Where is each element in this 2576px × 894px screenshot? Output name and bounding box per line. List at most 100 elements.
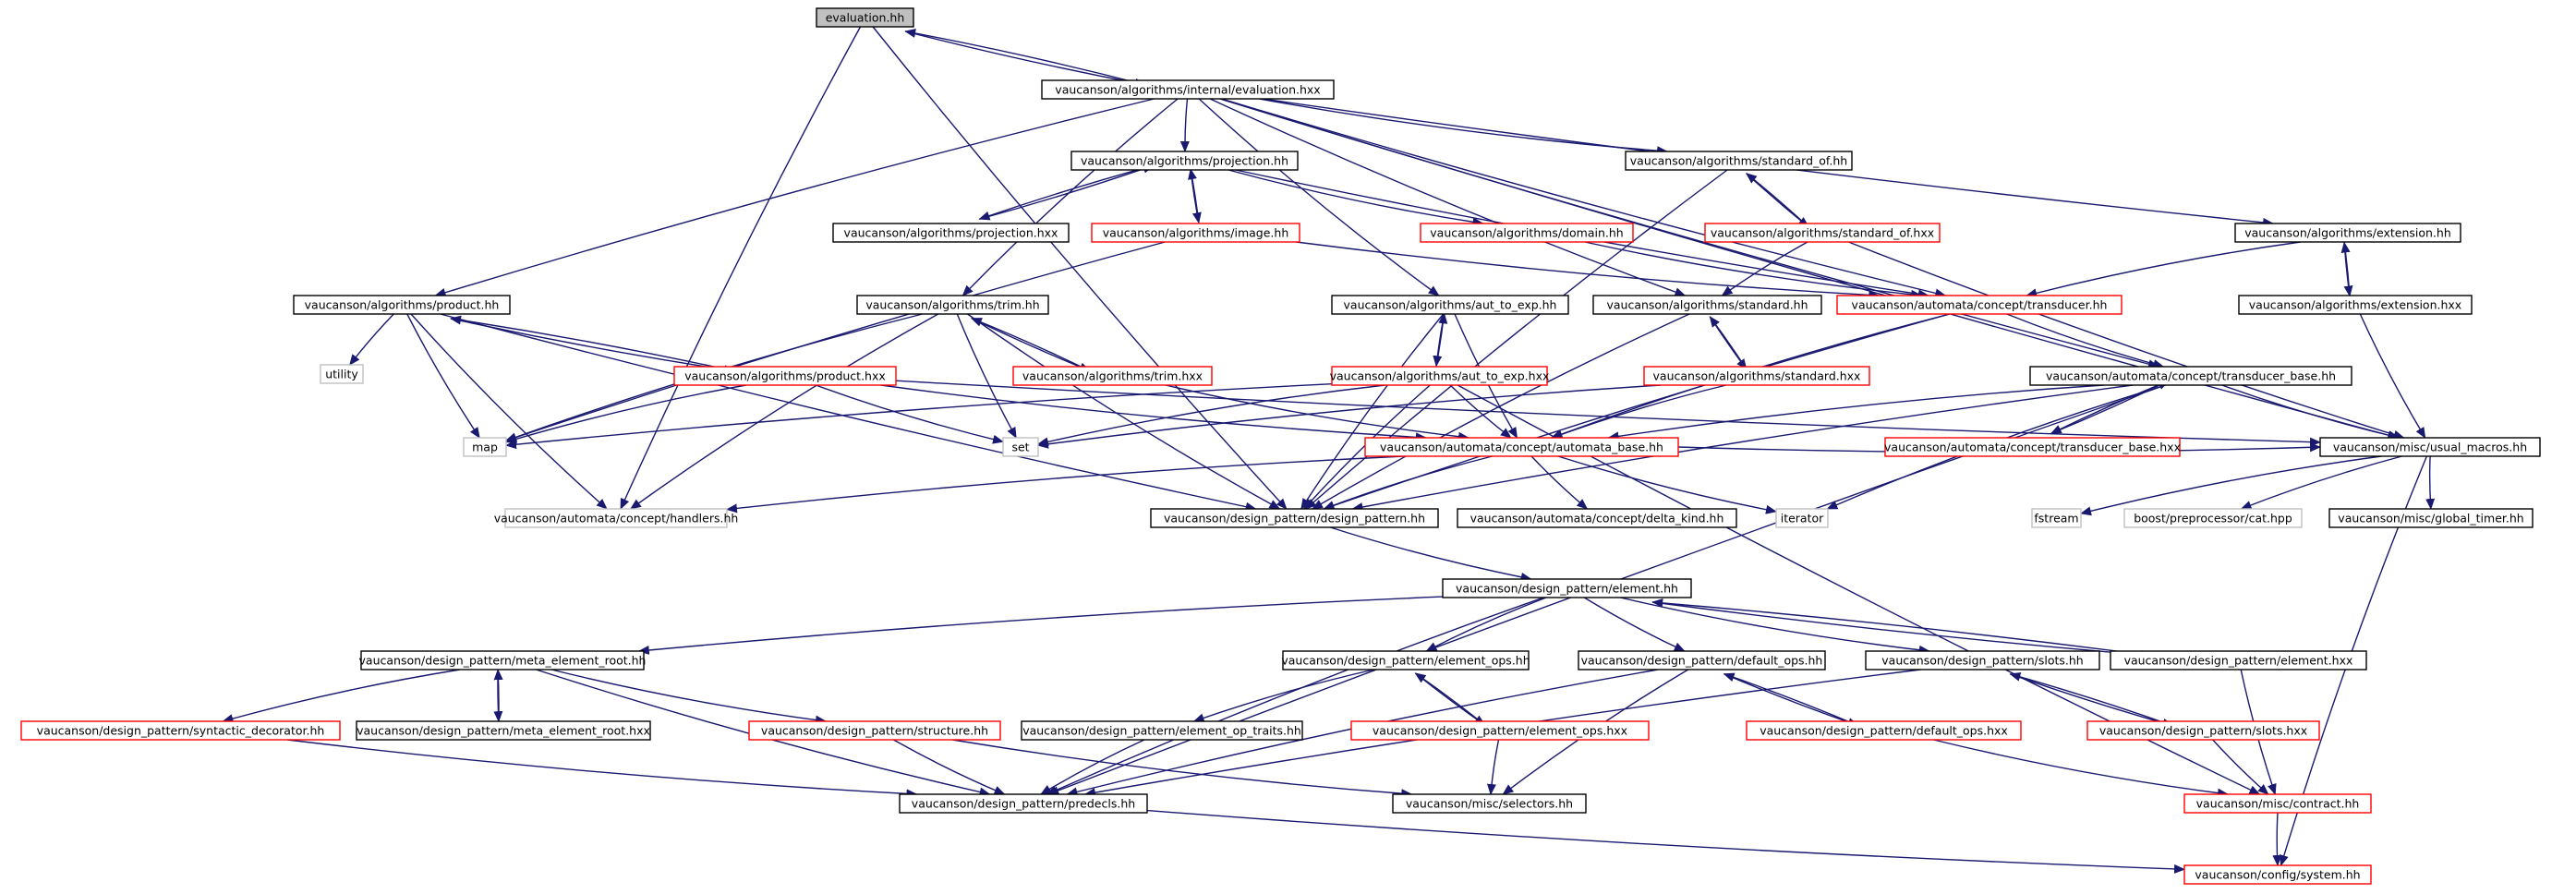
- node-box: [1070, 151, 1299, 171]
- node-box: [20, 720, 341, 741]
- edge-int_eval-to-trim: [961, 98, 1179, 296]
- edge-dops-to-dops_hxx: [1723, 673, 1859, 727]
- node-box: [2110, 650, 2367, 670]
- node-fstream[interactable]: fstream: [2031, 508, 2082, 528]
- node-label: vaucanson/design_pattern/predecls.hh: [912, 797, 1135, 811]
- edge-eops_hxx-to-selectors: [1486, 739, 1500, 795]
- node-label: vaucanson/design_pattern/element_op_trai…: [1022, 724, 1301, 738]
- node-vaucanson-misc-global-timer-hh[interactable]: vaucanson/misc/global_timer.hh: [2328, 508, 2534, 528]
- edge-ext_hxx-to-usual: [2359, 313, 2426, 439]
- edge-slots-to-slots_hxx: [2010, 673, 2174, 728]
- edge-int_eval-to-proj: [1179, 98, 1190, 152]
- node-vaucanson-algorithms-standard-of-hh[interactable]: vaucanson/algorithms/standard_of.hh: [1625, 151, 1853, 171]
- edge-int_eval-to-aut_exp: [1198, 98, 1440, 296]
- node-vaucanson-design-pattern-slots-hxx[interactable]: vaucanson/design_pattern/slots.hxx: [2086, 720, 2320, 741]
- node-vaucanson-algorithms-domain-hh[interactable]: vaucanson/algorithms/domain.hh: [1420, 223, 1634, 243]
- node-vaucanson-automata-concept-transducer-hh[interactable]: vaucanson/automata/concept/transducer.hh: [1836, 295, 2122, 315]
- node-vaucanson-design-pattern-syntactic-decorator-hh[interactable]: vaucanson/design_pattern/syntactic_decor…: [20, 720, 341, 741]
- node-vaucanson-design-pattern-meta-element-root-hxx[interactable]: vaucanson/design_pattern/meta_element_ro…: [356, 720, 651, 741]
- nodes: evaluation.hhvaucanson/algorithms/intern…: [20, 7, 2541, 885]
- node-utility[interactable]: utility: [320, 364, 364, 384]
- edge-element-to-eops: [1425, 597, 1547, 652]
- node-vaucanson-automata-concept-automata-base-hh[interactable]: vaucanson/automata/concept/automata_base…: [1364, 437, 1679, 457]
- edge-trim_hxx-to-trim: [970, 317, 1091, 372]
- node-boost-preprocessor-cat-hpp[interactable]: boost/preprocessor/cat.hpp: [2123, 508, 2303, 528]
- edge-element-to-element_hxx: [1652, 601, 2153, 660]
- node-box: [1150, 508, 1439, 528]
- node-iterator[interactable]: iterator: [1775, 508, 1829, 528]
- node-label: vaucanson/algorithms/product.hh: [305, 298, 500, 312]
- node-box: [673, 366, 897, 386]
- node-vaucanson-algorithms-trim-hh[interactable]: vaucanson/algorithms/trim.hh: [856, 295, 1049, 315]
- node-vaucanson-design-pattern-default-ops-hh[interactable]: vaucanson/design_pattern/default_ops.hh: [1578, 650, 1826, 670]
- node-vaucanson-algorithms-extension-hxx[interactable]: vaucanson/algorithms/extension.hxx: [2238, 295, 2473, 315]
- node-vaucanson-algorithms-product-hh[interactable]: vaucanson/algorithms/product.hh: [293, 295, 511, 315]
- node-vaucanson-algorithms-standard-hh[interactable]: vaucanson/algorithms/standard.hh: [1592, 295, 1822, 315]
- edge-trim-to-dp: [967, 313, 1281, 510]
- node-vaucanson-misc-contract-hh[interactable]: vaucanson/misc/contract.hh: [2183, 793, 2372, 814]
- node-vaucanson-automata-concept-delta-kind-hh[interactable]: vaucanson/automata/concept/delta_kind.hh: [1457, 508, 1737, 528]
- node-box: [1592, 295, 1822, 315]
- node-label: vaucanson/misc/global_timer.hh: [2338, 512, 2523, 526]
- node-label: vaucanson/algorithms/aut_to_exp.hxx: [1330, 369, 1550, 383]
- edge-slots_hxx-to-slots: [2009, 671, 2173, 727]
- edge-std_of_hxx-to-usual: [1848, 241, 2405, 440]
- node-vaucanson-config-system-hh[interactable]: vaucanson/config/system.hh: [2183, 864, 2372, 885]
- node-vaucanson-design-pattern-slots-hh[interactable]: vaucanson/design_pattern/slots.hh: [1865, 650, 2100, 670]
- node-vaucanson-design-pattern-default-ops-hxx[interactable]: vaucanson/design_pattern/default_ops.hxx: [1746, 720, 2022, 741]
- node-vaucanson-automata-concept-transducer-base-hxx[interactable]: vaucanson/automata/concept/transducer_ba…: [1884, 437, 2181, 457]
- node-vaucanson-algorithms-projection-hh[interactable]: vaucanson/algorithms/projection.hh: [1070, 151, 1299, 171]
- edge-int_eval-to-transducer: [1221, 98, 1947, 298]
- node-vaucanson-design-pattern-design-pattern-hh[interactable]: vaucanson/design_pattern/design_pattern.…: [1150, 508, 1439, 528]
- node-vaucanson-algorithms-extension-hh[interactable]: vaucanson/algorithms/extension.hh: [2234, 223, 2461, 243]
- node-vaucanson-automata-concept-handlers-hh[interactable]: vaucanson/automata/concept/handlers.hh: [494, 508, 739, 528]
- edge-product_hxx-to-abase: [880, 384, 1427, 442]
- node-vaucanson-design-pattern-element-op-traits-hh[interactable]: vaucanson/design_pattern/element_op_trai…: [1021, 720, 1303, 741]
- node-vaucanson-design-pattern-element-ops-hxx[interactable]: vaucanson/design_pattern/element_ops.hxx: [1350, 720, 1650, 741]
- node-label: vaucanson/design_pattern/element.hxx: [2124, 654, 2353, 668]
- node-box: [1392, 793, 1587, 814]
- node-vaucanson-algorithms-aut-to-exp-hh[interactable]: vaucanson/algorithms/aut_to_exp.hh: [1331, 295, 1569, 315]
- node-vaucanson-design-pattern-predecls-hh[interactable]: vaucanson/design_pattern/predecls.hh: [899, 793, 1148, 814]
- node-label: vaucanson/automata/concept/automata_base…: [1380, 441, 1663, 454]
- edge-slots_hxx-to-contract: [2212, 739, 2269, 795]
- node-set[interactable]: set: [1002, 437, 1039, 457]
- node-box: [856, 295, 1049, 315]
- node-vaucanson-misc-usual-macros-hh[interactable]: vaucanson/misc/usual_macros.hh: [2319, 437, 2541, 457]
- node-label: vaucanson/algorithms/trim.hxx: [1022, 369, 1203, 383]
- edge-abase-to-delta: [1530, 455, 1589, 510]
- edge-tbase_hxx-to-tbase: [2050, 380, 2170, 435]
- edge-eval-to-dp: [872, 26, 1288, 510]
- node-vaucanson-algorithms-standard-of-hxx[interactable]: vaucanson/algorithms/standard_of.hxx: [1704, 223, 1941, 243]
- node-vaucanson-design-pattern-element-hxx[interactable]: vaucanson/design_pattern/element.hxx: [2110, 650, 2367, 670]
- node-vaucanson-algorithms-image-hh[interactable]: vaucanson/algorithms/image.hh: [1091, 223, 1300, 243]
- node-vaucanson-algorithms-trim-hxx[interactable]: vaucanson/algorithms/trim.hxx: [1012, 366, 1213, 386]
- edge-mer-to-syntactic: [222, 669, 461, 723]
- edge-trim-to-handlers: [629, 313, 939, 510]
- node-vaucanson-automata-concept-transducer-base-hh[interactable]: vaucanson/automata/concept/transducer_ba…: [2029, 366, 2352, 386]
- node-vaucanson-algorithms-projection-hxx[interactable]: vaucanson/algorithms/projection.hxx: [832, 223, 1070, 243]
- node-vaucanson-design-pattern-structure-hh[interactable]: vaucanson/design_pattern/structure.hh: [748, 720, 1001, 741]
- edge-aut_exp_hxx-to-abase: [1449, 384, 1512, 439]
- edge-image-to-proj: [1188, 168, 1200, 224]
- node-vaucanson-design-pattern-meta-element-root-hh[interactable]: vaucanson/design_pattern/meta_element_ro…: [359, 650, 647, 670]
- node-vaucanson-algorithms-standard-hxx[interactable]: vaucanson/algorithms/standard.hxx: [1643, 366, 1870, 386]
- node-box: [2328, 508, 2534, 528]
- node-vaucanson-algorithms-aut-to-exp-hxx[interactable]: vaucanson/algorithms/aut_to_exp.hxx: [1330, 366, 1550, 386]
- edge-standard_hxx-to-set: [1037, 384, 1662, 449]
- node-label: fstream: [2034, 512, 2078, 526]
- node-map[interactable]: map: [463, 437, 507, 457]
- node-vaucanson-design-pattern-element-hh[interactable]: vaucanson/design_pattern/element.hh: [1442, 578, 1692, 598]
- node-box: [1704, 223, 1941, 243]
- node-label: vaucanson/algorithms/standard_of.hh: [1630, 154, 1847, 168]
- node-box: [1350, 720, 1650, 741]
- node-vaucanson-design-pattern-element-ops-hh[interactable]: vaucanson/design_pattern/element_ops.hh: [1281, 650, 1530, 670]
- node-vaucanson-misc-selectors-hh[interactable]: vaucanson/misc/selectors.hh: [1392, 793, 1587, 814]
- node-vaucanson-algorithms-product-hxx[interactable]: vaucanson/algorithms/product.hxx: [673, 366, 897, 386]
- node-vaucanson-algorithms-internal-evaluation-hxx[interactable]: vaucanson/algorithms/internal/evaluation…: [1041, 79, 1335, 100]
- node-label: vaucanson/algorithms/standard.hxx: [1653, 369, 1861, 383]
- node-label: vaucanson/algorithms/aut_to_exp.hh: [1344, 298, 1557, 312]
- node-box: [320, 364, 364, 384]
- node-box: [504, 508, 728, 528]
- edge-int_eval-to-tbase: [1219, 98, 2159, 369]
